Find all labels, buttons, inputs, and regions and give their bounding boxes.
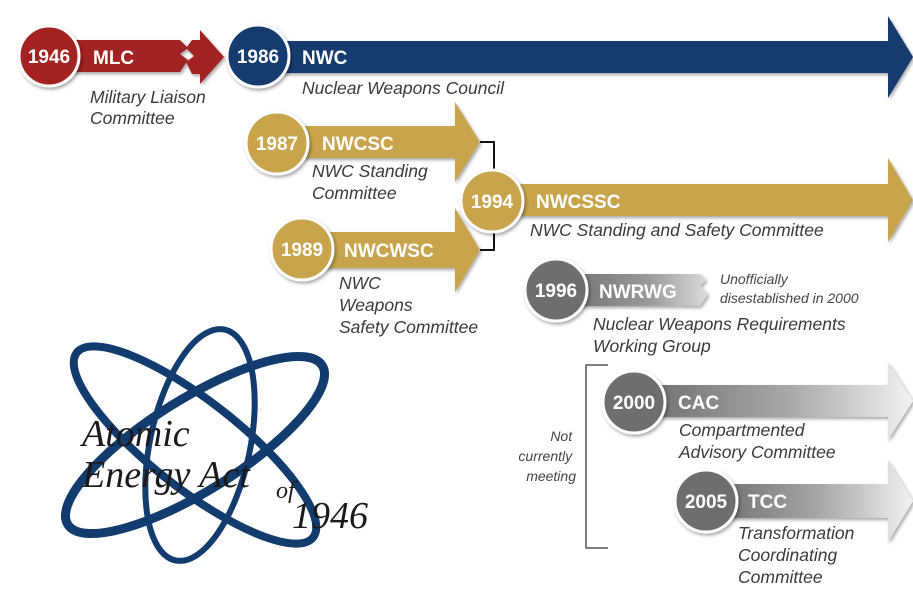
tcc-year: 2005	[685, 492, 728, 513]
cac-arrow	[640, 362, 913, 440]
logo-line-energy-act: Energy Act	[81, 454, 251, 496]
nwcssc-year: 1994	[471, 192, 514, 213]
nwcssc-year-badge	[459, 168, 525, 234]
nwcsc-year-badge	[244, 110, 310, 176]
nwcssc-abbr: NWCSSC	[536, 192, 621, 213]
nwc-description: Nuclear Weapons Council	[302, 78, 505, 98]
nwrwg-year: 1996	[535, 281, 577, 302]
nwrwg-year-badge	[523, 257, 589, 323]
nwc-abbr: NWC	[302, 48, 348, 69]
tcc-abbr: TCC	[748, 492, 787, 513]
tcc-arrow	[712, 460, 913, 542]
atomic-energy-act-logo: Atomic Energy Act of 1946	[60, 326, 368, 564]
nwrwg-description: Nuclear Weapons Requirements Working Gro…	[593, 314, 850, 356]
nwcsc-arrow	[275, 102, 480, 182]
logo-line-atomic: Atomic	[79, 413, 190, 455]
nwrwg-note: Unofficially disestablished in 2000	[720, 271, 859, 306]
tcc-year-badge	[673, 468, 739, 534]
atom-orbits-icon	[60, 326, 330, 564]
nwcwsc-arrow	[298, 208, 480, 292]
tcc-description: Transformation Coordinating Committee	[738, 523, 859, 587]
nwrwg-abbr: NWRWG	[599, 282, 677, 303]
not-currently-meeting-label: Not currently meeting	[518, 428, 576, 484]
cac-year-badge	[601, 369, 667, 435]
mlc-abbr: MLC	[93, 48, 134, 69]
logo-of: of	[276, 478, 298, 504]
nwcsc-abbr: NWCSC	[322, 134, 394, 155]
nwcsc-description: NWC Standing Committee	[312, 161, 433, 203]
nwcwsc-abbr: NWCWSC	[344, 241, 434, 262]
not-meeting-bracket	[585, 364, 608, 549]
nwrwg-arrow	[560, 274, 708, 306]
nwcwsc-year: 1989	[281, 240, 323, 261]
nwcssc-arrow	[490, 158, 913, 242]
nwc-year-badge	[225, 23, 291, 89]
nwcwsc-description: NWC Weapons Safety Committee	[339, 273, 478, 337]
cac-description: Compartmented Advisory Committee	[678, 420, 836, 462]
cac-year: 2000	[613, 393, 655, 414]
year-badges	[17, 23, 739, 534]
logo-year: 1946	[292, 495, 368, 537]
nwcwsc-year-badge	[269, 216, 335, 282]
nwcsc-year: 1987	[256, 134, 298, 155]
nwc-year: 1986	[237, 47, 279, 68]
mlc-year-badge	[17, 24, 81, 88]
cac-abbr: CAC	[678, 393, 719, 414]
nwc-arrow	[248, 16, 913, 98]
mlc-year: 1946	[28, 47, 70, 68]
mlc-description: Military Liaison Committee	[90, 87, 211, 128]
nwcssc-description: NWC Standing and Safety Committee	[530, 220, 824, 240]
